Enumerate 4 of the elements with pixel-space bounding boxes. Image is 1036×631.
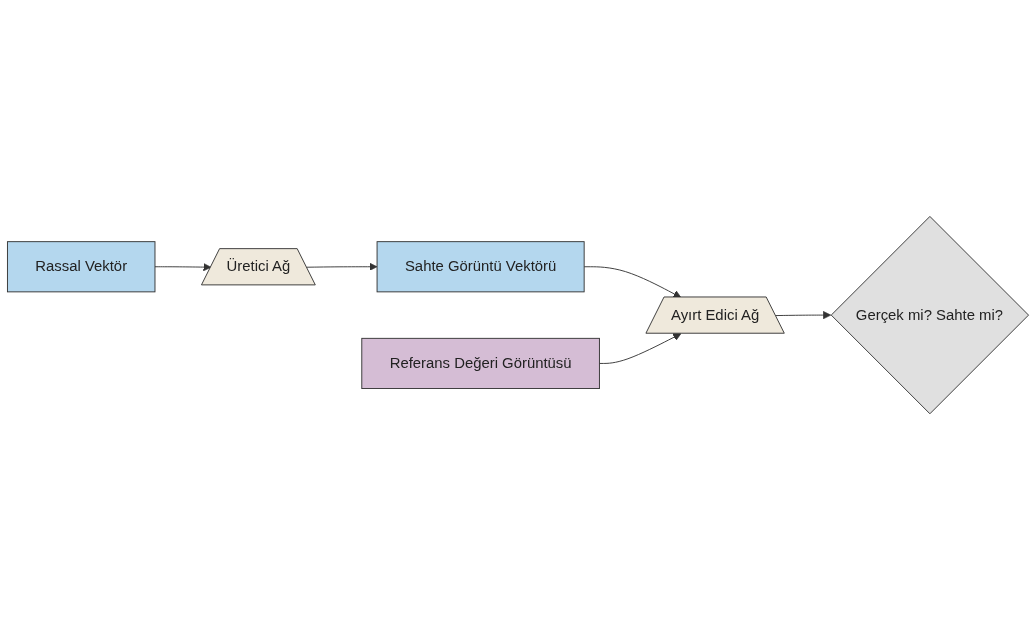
node-diamond: Gerçek mi? Sahte mi? (830, 216, 1030, 415)
node-box: Sahte Görüntü Vektörü (376, 241, 585, 293)
node-box: Rassal Vektör (6, 241, 156, 293)
node-box: Referans Değeri Görüntüsü (361, 338, 600, 390)
